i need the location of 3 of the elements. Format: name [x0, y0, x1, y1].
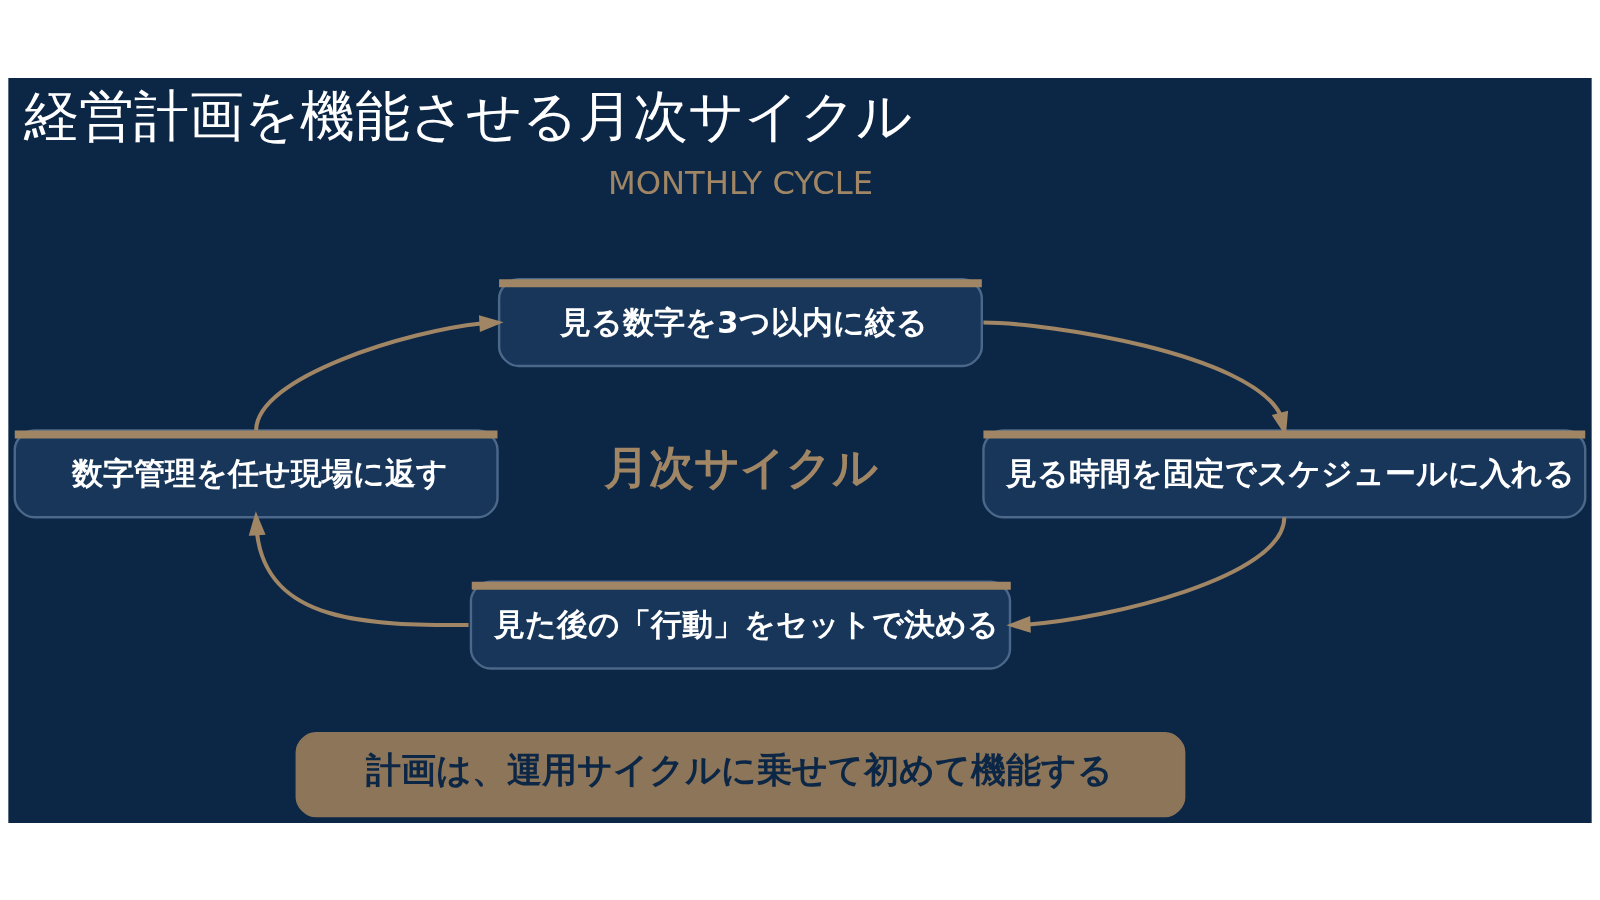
diagram-title: 経営計画を機能させる月次サイクル [23, 83, 912, 148]
label: MONTHLY CYCLE [607, 163, 873, 202]
label: 月次サイクル [603, 440, 878, 494]
